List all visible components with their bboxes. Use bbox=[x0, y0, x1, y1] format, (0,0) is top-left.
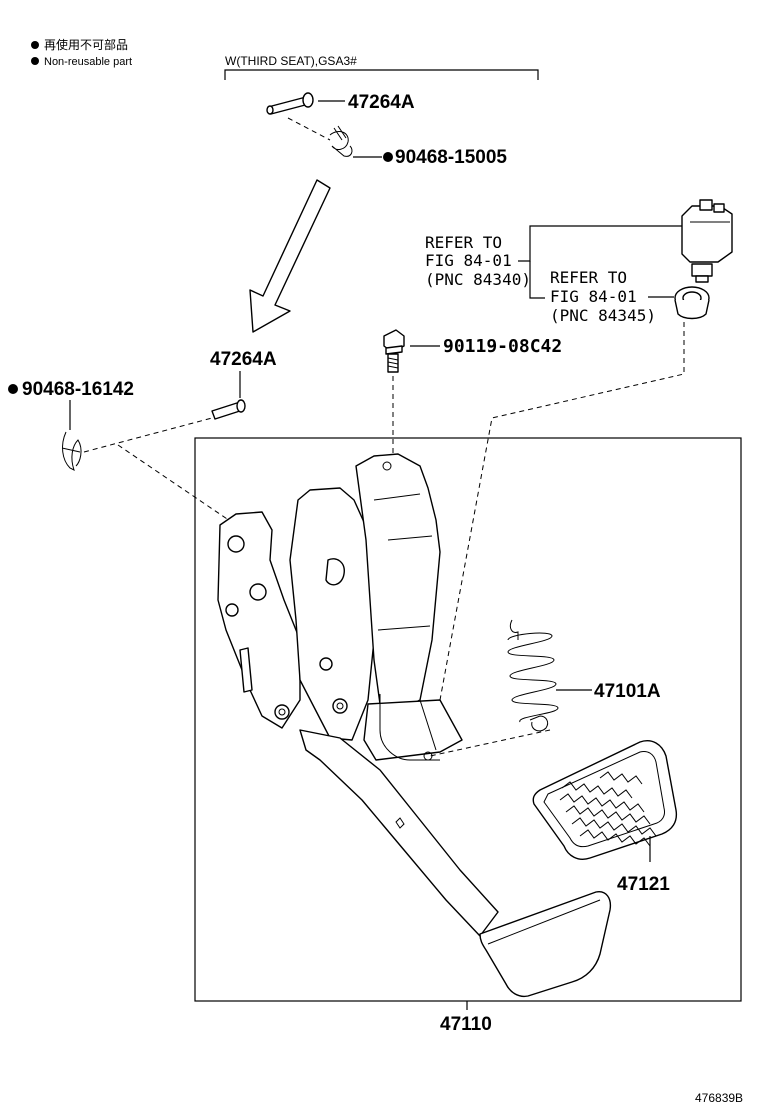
label-47264a-mid: 47264A bbox=[210, 349, 277, 370]
refer1-line1: REFER TO bbox=[425, 233, 502, 252]
refer2-line2: FIG 84-01 bbox=[550, 287, 637, 306]
label-47110: 47110 bbox=[440, 1014, 492, 1035]
non-reusable-bullet-icon bbox=[8, 384, 18, 394]
legend: 再使用不可部品 Non-reusable part bbox=[31, 37, 132, 68]
pedal-pad-part: 47121 bbox=[532, 740, 678, 895]
label-90119-08c42: 90119-08C42 bbox=[443, 336, 562, 357]
legend-item-japanese: 再使用不可部品 bbox=[44, 37, 128, 52]
variant-note: W(THIRD SEAT),GSA3# bbox=[225, 54, 357, 68]
variant-bracket: W(THIRD SEAT),GSA3# bbox=[224, 54, 539, 80]
assembly-frame bbox=[194, 437, 742, 1002]
label-90468-16142: 90468-16142 bbox=[22, 379, 134, 400]
label-90468-15005: 90468-15005 bbox=[395, 147, 507, 168]
legend-bullet-icon bbox=[31, 41, 39, 49]
label-47121: 47121 bbox=[617, 874, 670, 895]
refer2-line3: (PNC 84345) bbox=[550, 306, 656, 325]
direction-arrow-icon bbox=[249, 179, 331, 333]
pedal-assembly-part bbox=[217, 453, 612, 998]
refer1-line2: FIG 84-01 bbox=[425, 251, 512, 270]
refer2-line1: REFER TO bbox=[550, 268, 627, 287]
switch-part bbox=[681, 199, 733, 283]
label-47264a-top: 47264A bbox=[348, 92, 415, 113]
clip-left-part: 90468-16142 bbox=[8, 379, 134, 471]
pin-mid-part: 47264A bbox=[210, 349, 277, 420]
figure-id: 476839B bbox=[695, 1091, 743, 1105]
bolt-part: 90119-08C42 bbox=[383, 329, 562, 373]
non-reusable-bullet-icon bbox=[383, 152, 393, 162]
legend-bullet-icon bbox=[31, 57, 39, 65]
cushion-part bbox=[674, 286, 710, 320]
refer-note-1: REFER TO FIG 84-01 (PNC 84340) bbox=[425, 225, 682, 299]
spring-part: 47101A bbox=[507, 619, 661, 732]
refer1-line3: (PNC 84340) bbox=[425, 270, 531, 289]
pin-top-part: 47264A bbox=[266, 92, 415, 115]
legend-item-english: Non-reusable part bbox=[44, 56, 132, 68]
clip-top-part: 90468-15005 bbox=[329, 125, 507, 168]
refer-note-2: REFER TO FIG 84-01 (PNC 84345) bbox=[550, 268, 674, 325]
label-47101a: 47101A bbox=[594, 681, 661, 702]
